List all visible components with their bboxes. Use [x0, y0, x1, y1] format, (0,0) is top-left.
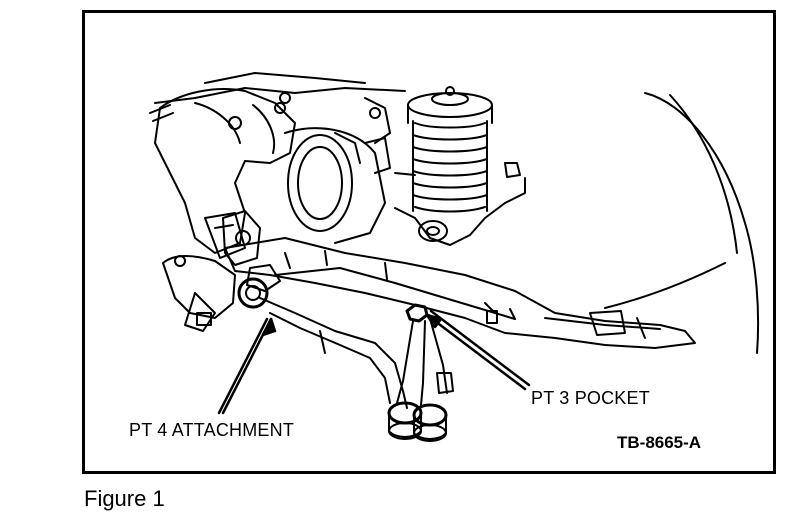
crossmember [224, 237, 696, 349]
reference-code: TB-8665-A [617, 433, 702, 452]
suspension-drawing [149, 72, 760, 442]
strut-spring [394, 86, 526, 246]
body-outline [604, 92, 760, 354]
bushing-mount [222, 210, 281, 309]
lower-arm [259, 297, 408, 409]
upper-structure [154, 72, 406, 164]
spindle [284, 127, 391, 244]
callout-arrow-attachment [217, 317, 277, 415]
control-arm-left [162, 255, 236, 332]
pt3-pocket-label: PT 3 POCKET [531, 388, 650, 408]
knuckle-bracket [149, 88, 296, 259]
pt4-attachment-label: PT 4 ATTACHMENT [129, 420, 295, 440]
figure-caption: Figure 1 [84, 486, 165, 511]
stabilizer-link [387, 303, 454, 442]
diagram-frame: PT 4 ATTACHMENT PT 3 POCKET TB-8665-A [82, 10, 776, 474]
callout-arrow-pocket [425, 309, 531, 391]
